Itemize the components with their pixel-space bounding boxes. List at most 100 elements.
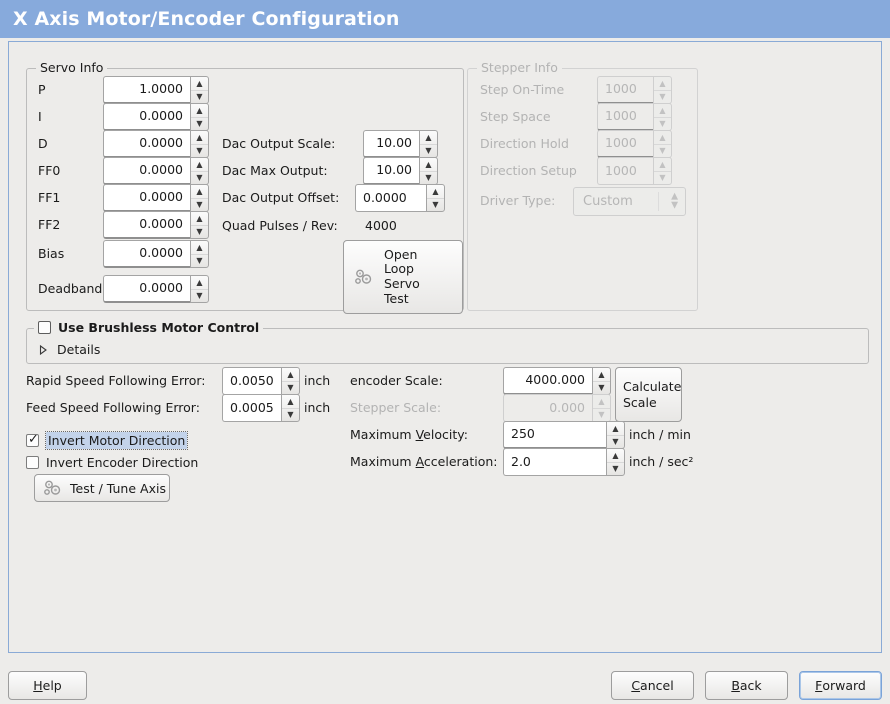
dac-max-output-input[interactable]: 10.00 ▲▼ <box>363 157 438 185</box>
invert-motor-direction-checkbox[interactable]: Invert Motor Direction <box>26 431 189 450</box>
spin-down-icon[interactable]: ▼ <box>191 225 208 238</box>
spin-down-icon[interactable]: ▼ <box>420 171 437 184</box>
spin-up-icon[interactable]: ▲ <box>425 159 432 169</box>
servo-input-deadband[interactable]: 0.0000 ▲▼ <box>103 275 209 303</box>
step-space-input[interactable]: 1000 ▲▼ <box>597 103 672 131</box>
dac-output-scale-input[interactable]: 10.00 ▲▼ <box>363 130 438 158</box>
servo-input-ff2-spinner[interactable]: ▲▼ <box>190 211 209 239</box>
feed-spinner[interactable]: ▲▼ <box>281 394 300 422</box>
spin-down-icon[interactable]: ▼ <box>191 289 208 302</box>
spin-down-icon[interactable]: ▼ <box>420 144 437 157</box>
encoder-scale-value[interactable]: 4000.000 <box>503 367 592 395</box>
invert-encoder-checkbox-box[interactable] <box>26 456 39 469</box>
dac-max-output-value[interactable]: 10.00 <box>363 157 419 185</box>
spin-up-icon[interactable]: ▲ <box>287 396 294 406</box>
spin-up-icon[interactable]: ▲ <box>196 132 203 142</box>
step-space-value[interactable]: 1000 <box>597 103 653 131</box>
spin-down-icon[interactable]: ▼ <box>191 90 208 103</box>
rapid-spinner[interactable]: ▲▼ <box>281 367 300 395</box>
servo-input-deadband-spinner[interactable]: ▲▼ <box>190 275 209 303</box>
spin-up-icon[interactable]: ▲ <box>287 369 294 379</box>
details-expander[interactable]: Details <box>38 342 100 357</box>
direction-setup-value[interactable]: 1000 <box>597 157 653 185</box>
servo-input-deadband-value[interactable]: 0.0000 <box>103 275 190 303</box>
servo-input-d[interactable]: 0.0000 ▲▼ <box>103 130 209 158</box>
spin-down-icon[interactable]: ▼ <box>282 381 299 394</box>
spin-up-icon[interactable]: ▲ <box>196 186 203 196</box>
spin-up-icon[interactable]: ▲ <box>196 78 203 88</box>
servo-input-ff0[interactable]: 0.0000 ▲▼ <box>103 157 209 185</box>
servo-input-ff1-value[interactable]: 0.0000 <box>103 184 190 212</box>
spin-up-icon[interactable]: ▲ <box>598 369 605 379</box>
dac-max-output-spinner[interactable]: ▲▼ <box>419 157 438 185</box>
spin-up-icon[interactable]: ▲ <box>612 423 619 433</box>
servo-input-ff2-value[interactable]: 0.0000 <box>103 211 190 239</box>
spin-down-icon[interactable]: ▼ <box>607 435 624 448</box>
servo-input-bias[interactable]: 0.0000 ▲▼ <box>103 240 209 268</box>
spin-down-icon[interactable]: ▼ <box>654 171 671 184</box>
servo-input-d-value[interactable]: 0.0000 <box>103 130 190 158</box>
direction-hold-input[interactable]: 1000 ▲▼ <box>597 130 672 158</box>
servo-input-ff2[interactable]: 0.0000 ▲▼ <box>103 211 209 239</box>
servo-input-i-value[interactable]: 0.0000 <box>103 103 190 131</box>
spin-up-icon[interactable]: ▲ <box>196 277 203 287</box>
spin-up-icon[interactable]: ▲ <box>659 78 666 88</box>
driver-type-select[interactable]: Custom ▲▼ <box>573 187 686 216</box>
spin-down-icon[interactable]: ▼ <box>593 381 610 394</box>
spin-down-icon[interactable]: ▼ <box>607 462 624 475</box>
direction-hold-value[interactable]: 1000 <box>597 130 653 158</box>
spin-up-icon[interactable]: ▲ <box>598 396 605 406</box>
open-loop-servo-test-button[interactable]: Open Loop Servo Test <box>343 240 463 314</box>
spin-down-icon[interactable]: ▼ <box>191 171 208 184</box>
servo-input-p-value[interactable]: 1.0000 <box>103 76 190 104</box>
spin-down-icon[interactable]: ▼ <box>654 144 671 157</box>
servo-input-d-spinner[interactable]: ▲▼ <box>190 130 209 158</box>
spin-down-icon[interactable]: ▼ <box>282 408 299 421</box>
spin-up-icon[interactable]: ▲ <box>659 132 666 142</box>
invert-motor-checkbox-box[interactable] <box>26 431 40 450</box>
spin-down-icon[interactable]: ▼ <box>593 408 610 421</box>
servo-input-p-spinner[interactable]: ▲▼ <box>190 76 209 104</box>
maximum-acceleration-input[interactable]: 2.0 ▲▼ <box>503 448 625 476</box>
dac-output-offset-value[interactable]: 0.0000 <box>355 184 426 212</box>
feed-speed-following-error-input[interactable]: 0.0005 ▲▼ <box>222 394 300 422</box>
spin-up-icon[interactable]: ▲ <box>196 105 203 115</box>
rapid-speed-following-error-input[interactable]: 0.0050 ▲▼ <box>222 367 300 395</box>
step-on-time-value[interactable]: 1000 <box>597 76 653 104</box>
maximum-acceleration-spinner[interactable]: ▲▼ <box>606 448 625 476</box>
maximum-velocity-input[interactable]: 250 ▲ ▼ <box>503 421 625 449</box>
encoder-scale-spinner[interactable]: ▲▼ <box>592 367 611 395</box>
spin-up-icon[interactable]: ▲ <box>196 242 203 252</box>
servo-input-i[interactable]: 0.0000 ▲▼ <box>103 103 209 131</box>
stepper-scale-spinner[interactable]: ▲▼ <box>592 394 611 422</box>
servo-input-ff0-value[interactable]: 0.0000 <box>103 157 190 185</box>
servo-input-p[interactable]: 1.0000 ▲▼ <box>103 76 209 104</box>
step-on-time-input[interactable]: 1000 ▲▼ <box>597 76 672 104</box>
spin-down-icon[interactable]: ▼ <box>191 198 208 211</box>
dac-output-offset-input[interactable]: 0.0000 ▲▼ <box>355 184 445 212</box>
maximum-velocity-value[interactable]: 250 <box>503 421 606 449</box>
direction-setup-spinner[interactable]: ▲▼ <box>653 157 672 185</box>
calculate-scale-button[interactable]: Calculate Scale <box>615 367 682 422</box>
servo-input-ff1-spinner[interactable]: ▲▼ <box>190 184 209 212</box>
direction-hold-spinner[interactable]: ▲▼ <box>653 130 672 158</box>
spin-up-icon[interactable]: ▲ <box>659 159 666 169</box>
servo-input-ff0-spinner[interactable]: ▲▼ <box>190 157 209 185</box>
dac-output-scale-value[interactable]: 10.00 <box>363 130 419 158</box>
spin-down-icon[interactable]: ▼ <box>654 117 671 130</box>
dac-output-offset-spinner[interactable]: ▲▼ <box>426 184 445 212</box>
maximum-acceleration-value[interactable]: 2.0 <box>503 448 606 476</box>
rapid-speed-following-error-value[interactable]: 0.0050 <box>222 367 281 395</box>
step-space-spinner[interactable]: ▲▼ <box>653 103 672 131</box>
servo-input-bias-spinner[interactable]: ▲▼ <box>190 240 209 268</box>
servo-input-bias-value[interactable]: 0.0000 <box>103 240 190 268</box>
encoder-scale-input[interactable]: 4000.000 ▲▼ <box>503 367 611 395</box>
spin-down-icon[interactable]: ▼ <box>191 144 208 157</box>
servo-input-i-spinner[interactable]: ▲▼ <box>190 103 209 131</box>
dac-output-scale-spinner[interactable]: ▲▼ <box>419 130 438 158</box>
stepper-scale-value[interactable]: 0.000 <box>503 394 592 422</box>
spin-up-icon[interactable]: ▲ <box>196 213 203 223</box>
